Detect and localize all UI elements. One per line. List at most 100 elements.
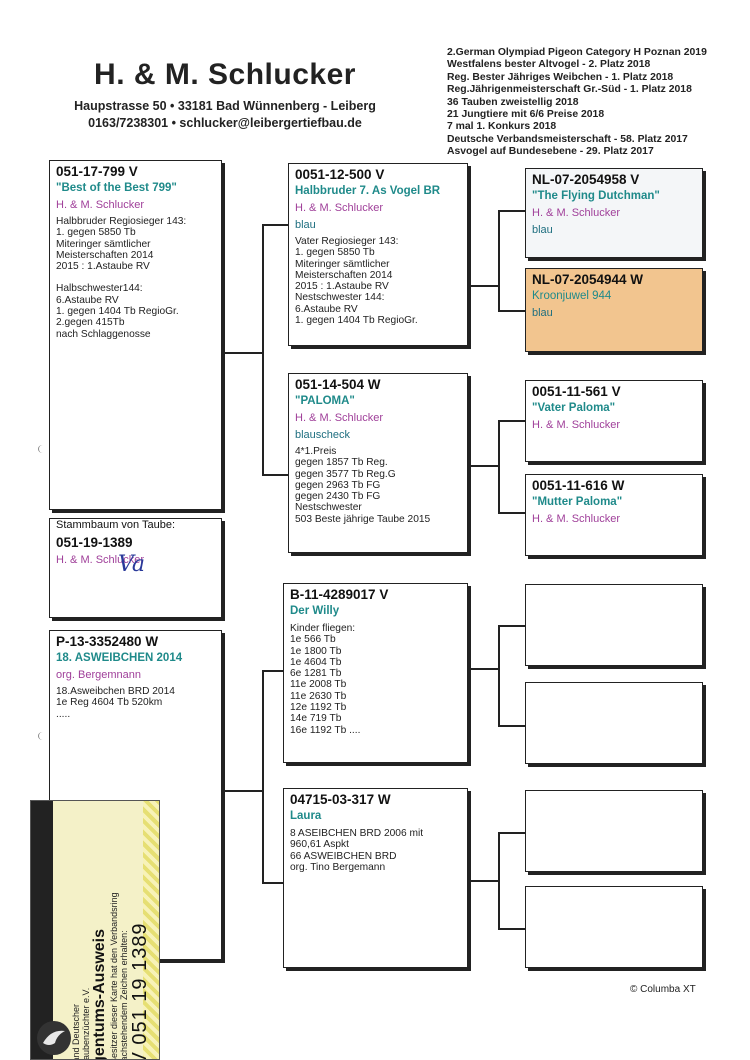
connector-line [498, 420, 525, 422]
note-line: 16e 1192 Tb .... [290, 724, 361, 736]
connector-line [468, 668, 498, 670]
subject-ring-number: 051-19-1389 [56, 535, 133, 550]
pigeon-name: Laura [290, 810, 322, 822]
connector-line [498, 625, 500, 725]
ring-number: 051-17-799 V [56, 164, 138, 179]
great-grandparent-empty-card [525, 682, 703, 764]
note-line: 503 Beste jährige Taube 2015 [295, 513, 431, 525]
note-line: 6.Astaube RV [56, 294, 119, 306]
note-line: 2015 : 1.Astaube RV [295, 281, 389, 293]
award-item: 21 Jungtiere mit 6/6 Preise 2018 [447, 109, 605, 121]
pigeon-color: blau [295, 219, 316, 231]
ring-number: 0051-11-561 V [532, 384, 621, 399]
award-item: 36 Tauben zweistellig 2018 [447, 96, 579, 108]
note-line: 4*1.Preis [295, 446, 337, 457]
connector-line [498, 625, 525, 627]
ring-number: 0051-12-500 V [295, 167, 385, 182]
connector-line [498, 928, 525, 930]
note-line: 2.gegen 415Tb [56, 317, 125, 329]
ring-number: 04715-03-317 W [290, 792, 391, 807]
ownership-card: Verband Deutscher Brieftaubenzüchter e.V… [30, 800, 160, 1060]
connector-line [468, 880, 498, 882]
grandfather-paternal-card: 0051-12-500 V Halbbruder 7. As Vogel BR … [288, 163, 468, 346]
note-line: gegen 1857 Tb Reg. [295, 457, 388, 469]
note-line: 960,61 Aspkt [290, 839, 349, 851]
pigeon-logo-icon [37, 1021, 71, 1055]
ring-number: NL-07-2054958 V [532, 172, 640, 187]
breeder-address: Haupstrasse 50 • 33181 Bad Wünnenberg - … [74, 99, 376, 113]
award-item: 2.German Olympiad Pigeon Category H Pozn… [447, 47, 707, 58]
grandfather-maternal-card: B-11-4289017 V Der Willy Kinder fliegen:… [283, 583, 468, 763]
card-title: Eigentums-Ausweis [91, 928, 108, 1060]
grandmother-paternal-card: 051-14-504 W "PALOMA" H. & M. Schlucker … [288, 373, 468, 553]
note-line: 8 ASEIBCHEN BRD 2006 mit [290, 828, 424, 839]
awards-list: 2.German Olympiad Pigeon Category H Pozn… [447, 47, 747, 159]
note-line: 1e 1800 Tb [290, 645, 342, 657]
note-line: 1e Reg 4604 Tb 520km [56, 697, 163, 709]
note-line: nach Schlaggenosse [56, 328, 151, 340]
pigeon-name: Kroonjuwel 944 [532, 290, 612, 302]
note-line: 1e 4604 Tb [290, 656, 342, 668]
card-info: mit nachstehendem Zeichen erhalten: [119, 930, 129, 1060]
breeder-phone-email: 0163/7238301 • schlucker@leibergertiefba… [88, 116, 362, 130]
pigeon-name: Der Willy [290, 605, 340, 617]
ring-number: NL-07-2054944 W [532, 272, 644, 287]
connector-line [498, 310, 525, 312]
award-item: Reg.Jährigenmeisterschaft Gr.-Süd - 1. P… [447, 84, 692, 96]
pigeon-name: "Best of the Best 799" [56, 182, 177, 194]
note-line: Halbbruder Regiosieger 143: [56, 216, 187, 227]
note-line: gegen 2963 Tb FG [295, 479, 381, 491]
connector-line [262, 474, 288, 476]
card-ring-number: DV 051 19 1389 [129, 922, 151, 1060]
pigeon-color: blau [532, 224, 553, 236]
pigeon-name: "Mutter Paloma" [532, 496, 623, 508]
connector-line [262, 670, 288, 672]
note-line: 1. gegen 5850 Tb [295, 247, 375, 259]
connector-line [498, 210, 500, 310]
copyright-note: © Columba XT [630, 984, 696, 995]
note-line: 14e 719 Tb [290, 713, 342, 725]
note-line: 6e 1281 Tb [290, 668, 342, 680]
note-line: Miteringer sämtlicher [295, 258, 390, 270]
note-line: 1. gegen 1404 Tb RegioGr. [295, 315, 418, 327]
connector-line [498, 420, 500, 512]
note-line: Halbschwester144: [56, 283, 143, 295]
award-item: 7 mal 1. Konkurs 2018 [447, 121, 557, 133]
card-stripe [31, 801, 53, 1059]
grandmother-maternal-card: 04715-03-317 W Laura 8 ASEIBCHEN BRD 200… [283, 788, 468, 968]
punch-hole-mark [38, 732, 47, 740]
note-line: 1. gegen 5850 Tb [56, 227, 136, 239]
connector-line [498, 512, 525, 514]
note-line: gegen 3577 Tb Reg.G [295, 468, 396, 480]
pigeon-name: "PALOMA" [295, 395, 355, 407]
pedigree-notes: Vater Regiosieger 143: 1. gegen 5850 Tb … [295, 236, 461, 326]
note-line: 11e 2008 Tb [290, 679, 347, 691]
connector-line [262, 882, 288, 884]
award-item: Westfalens bester Altvogel - 2. Platz 20… [447, 59, 651, 71]
pigeon-name: "Vater Paloma" [532, 402, 616, 414]
owner-name: H. & M. Schlucker [532, 513, 621, 525]
note-line: Meisterschaften 2014 [56, 249, 154, 261]
note-line: Miteringer sämtlicher [56, 238, 151, 250]
pigeon-name: "The Flying Dutchman" [532, 190, 660, 202]
great-grandfather-ff-card: NL-07-2054958 V "The Flying Dutchman" H.… [525, 168, 703, 258]
great-grandparent-empty-card [525, 584, 703, 666]
pigeon-color: blauscheck [295, 429, 351, 441]
owner-name: H. & M. Schlucker [56, 199, 145, 211]
connector-line [498, 832, 500, 928]
great-grandmother-ff-card: NL-07-2054944 W Kroonjuwel 944 blau [525, 268, 703, 352]
pigeon-color: blau [532, 307, 553, 319]
award-item: Asvogel auf Bundesebene - 29. Platz 2017 [447, 146, 654, 158]
note-line: 6.Astaube RV [295, 303, 358, 315]
great-grandfather-fm-card: 0051-11-561 V "Vater Paloma" H. & M. Sch… [525, 380, 703, 462]
connector-line [468, 465, 498, 467]
connector-line [498, 725, 525, 727]
note-line: org. Tino Bergemann [290, 861, 386, 873]
ring-number: P-13-3352480 W [56, 634, 159, 649]
note-line: 11e 2630 Tb [290, 690, 347, 702]
owner-name: H. & M. Schlucker [532, 419, 621, 431]
pedigree-notes: 8 ASEIBCHEN BRD 2006 mit 960,61 Aspkt 66… [290, 828, 461, 873]
card-pattern [143, 801, 159, 1059]
owner-name: H. & M. Schlucker [532, 207, 621, 219]
note-line: gegen 2430 Tb FG [295, 491, 381, 503]
